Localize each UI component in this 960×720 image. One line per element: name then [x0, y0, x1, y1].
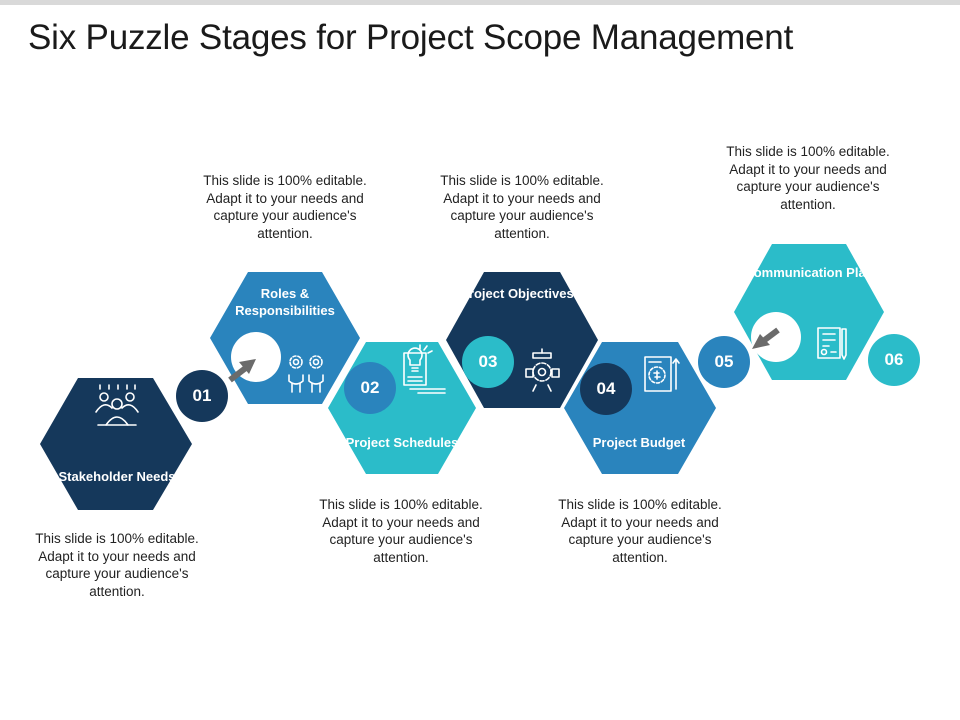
- puzzle-piece-stakeholder-needs: [40, 370, 228, 510]
- plan-checklist-icon: [817, 327, 847, 360]
- stage-description-03: This slide is 100% editable. Adapt it to…: [319, 497, 483, 565]
- stage-number-02: 02: [360, 378, 380, 397]
- stage-description-01: This slide is 100% editable. Adapt it to…: [35, 531, 199, 599]
- budget-report-icon: [644, 356, 680, 392]
- arrow-icon-to-stage-02: [228, 359, 256, 383]
- top-border: [0, 0, 960, 5]
- stage-description-04: This slide is 100% editable. Adapt it to…: [440, 173, 604, 241]
- robot-gear-icon: [525, 348, 560, 392]
- stage-label-project-schedules: Project Schedules: [345, 435, 459, 450]
- puzzle-piece-project-budget: [564, 336, 750, 474]
- slide-title: Six Puzzle Stages for Project Scope Mana…: [28, 18, 794, 57]
- stage-number-06: 06: [884, 350, 904, 369]
- stage-number-03: 03: [478, 352, 498, 371]
- people-gears-icon: [288, 355, 324, 393]
- stage-label-project-budget: Project Budget: [592, 435, 686, 450]
- stakeholder-group-icon: [95, 384, 139, 426]
- stage-label-roles-responsibilities: Roles & Responsibilities: [235, 286, 335, 318]
- stage-number-04: 04: [596, 379, 616, 398]
- stage-number-01: 01: [192, 386, 212, 405]
- stage-description-05: This slide is 100% editable. Adapt it to…: [558, 497, 722, 565]
- idea-document-icon: [403, 344, 446, 394]
- stage-number-05: 05: [714, 352, 734, 371]
- stage-label-stakeholder-needs: Stakeholder Needs: [58, 469, 176, 484]
- stage-label-project-objectives: Project Objectives: [460, 286, 574, 301]
- stage-label-communication-plan: Communication Plan: [744, 265, 874, 280]
- arrow-icon-from-stage-05: [752, 327, 780, 349]
- stage-description-06: This slide is 100% editable. Adapt it to…: [726, 144, 890, 212]
- stage-description-02: This slide is 100% editable. Adapt it to…: [203, 173, 367, 241]
